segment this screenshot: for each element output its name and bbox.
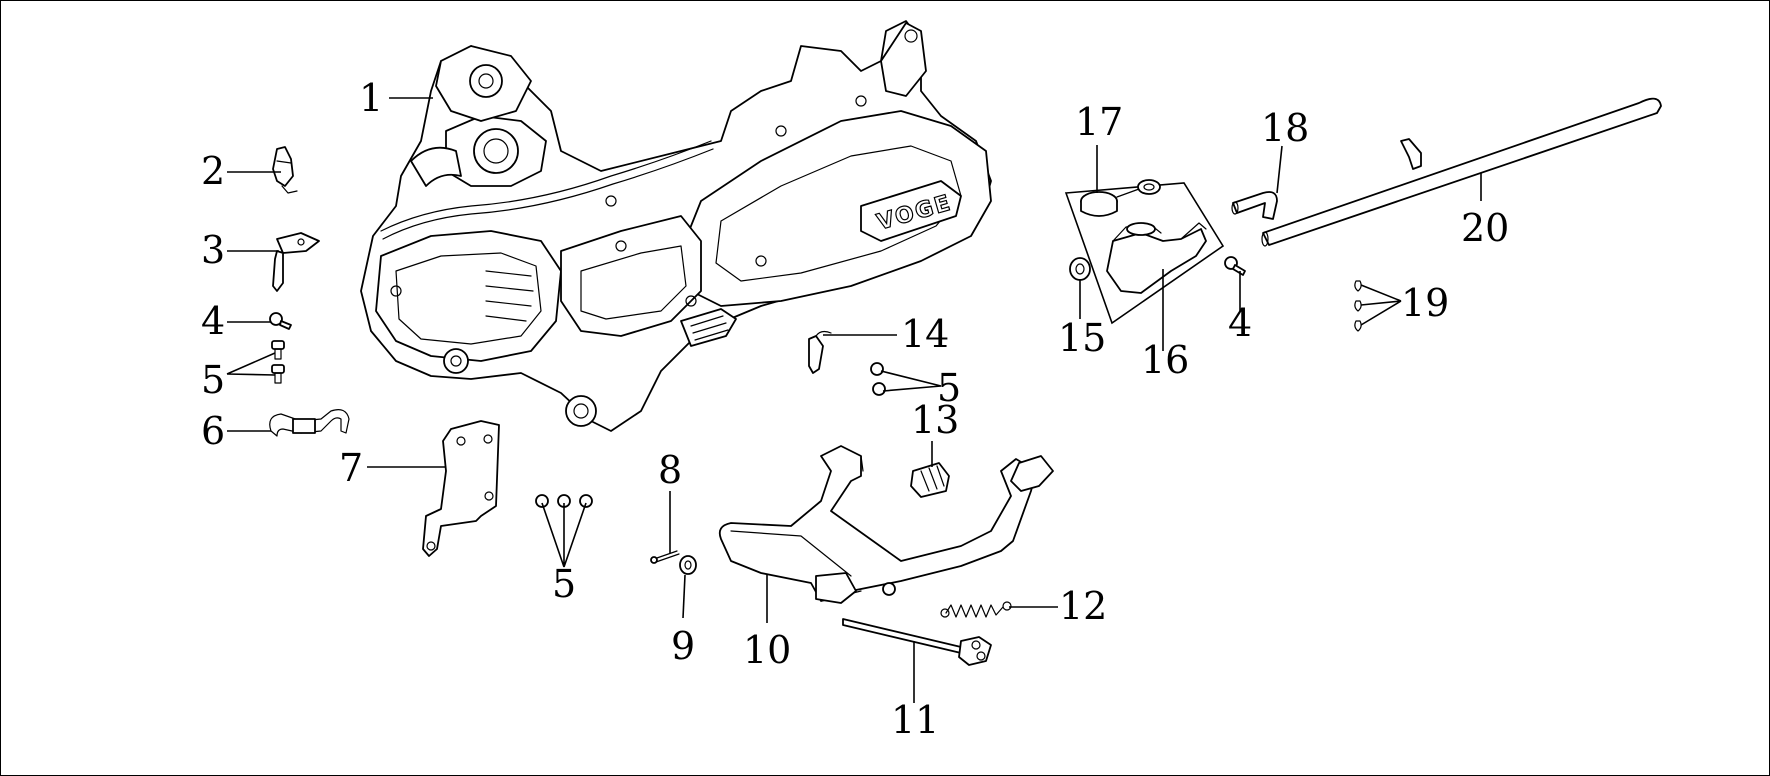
callout-18: 18 [1261, 106, 1309, 150]
part-wire-bracket [269, 409, 350, 437]
callout-15: 15 [1058, 316, 1106, 360]
part-hose-bend [1231, 191, 1278, 220]
part-washer [679, 555, 697, 575]
part-nuts-pair [870, 362, 886, 396]
callout-8: 8 [658, 448, 682, 492]
part-reservoir-cap [1080, 179, 1161, 217]
part-clips [1354, 280, 1362, 332]
callout-12: 12 [1059, 584, 1107, 628]
engine-assembly: VOGE [360, 20, 992, 432]
part-pin [650, 550, 680, 564]
part-reservoir-tank [1106, 222, 1207, 294]
callout-16: 16 [1141, 338, 1189, 382]
callout-14: 14 [901, 312, 949, 356]
callout-5: 5 [201, 358, 225, 402]
callout-5-right: 5 [937, 366, 961, 410]
callout-17: 17 [1075, 100, 1123, 144]
callout-5-center: 5 [552, 562, 576, 606]
part-main-stand [718, 445, 1054, 604]
part-clamp [272, 146, 298, 194]
part-sensor [808, 330, 832, 374]
part-bracket [272, 232, 320, 292]
part-grommet [1069, 257, 1091, 281]
callout-19: 19 [1401, 281, 1449, 325]
callout-10: 10 [743, 628, 791, 672]
part-rubber-pad [910, 462, 950, 498]
part-shield-plate [422, 420, 500, 557]
callout-9: 9 [671, 624, 695, 668]
part-shaft [842, 618, 992, 666]
callout-13: 13 [911, 398, 959, 442]
callout-3: 3 [201, 228, 225, 272]
callout-20: 20 [1461, 206, 1509, 250]
callout-11: 11 [891, 698, 939, 742]
part-long-tube [1261, 97, 1662, 247]
part-bolt-small [269, 312, 292, 330]
callout-2: 2 [201, 149, 225, 193]
part-bolts-three [535, 494, 593, 508]
callout-4: 4 [201, 299, 225, 343]
part-bolt-reservoir [1224, 256, 1246, 276]
part-bolts-pair [271, 340, 285, 384]
callout-4-right: 4 [1228, 301, 1252, 345]
callout-6: 6 [201, 409, 225, 453]
leader-lines [226, 97, 1482, 703]
callout-1: 1 [359, 76, 383, 120]
callout-7: 7 [339, 446, 363, 490]
part-spring [940, 601, 1012, 618]
